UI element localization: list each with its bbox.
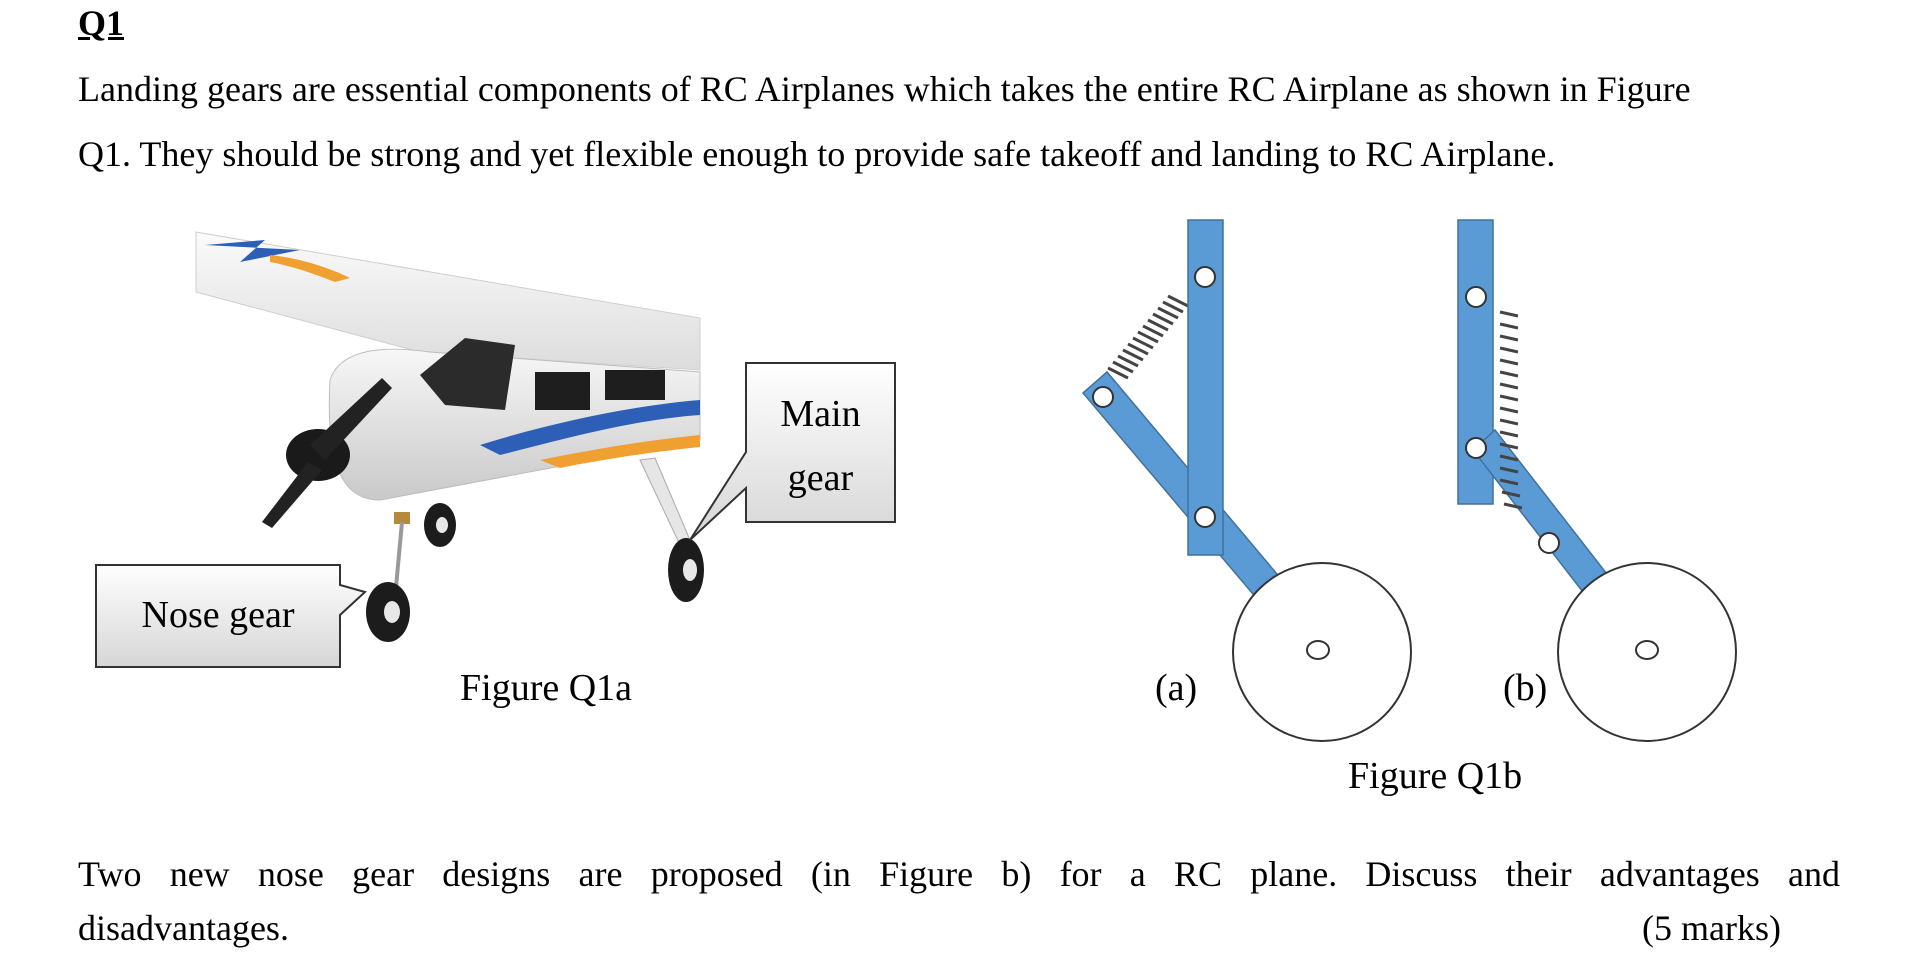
question-heading: Q1 — [78, 3, 125, 43]
callout-main-line-2: gear — [787, 457, 854, 499]
design-b-pivot-arm — [1538, 532, 1560, 554]
figure-q1b-label-a: (a) — [1155, 667, 1198, 709]
design-b-pivot-top — [1465, 286, 1487, 308]
callout-main-gear-box — [689, 362, 896, 541]
design-b-axle — [1635, 640, 1659, 660]
design-a-pivot-top — [1194, 266, 1216, 288]
design-a-axle — [1306, 640, 1330, 660]
body-stripe-blue — [480, 400, 700, 455]
wing-stripe-orange — [270, 255, 350, 282]
propeller-blade-top — [310, 378, 392, 460]
cockpit-canopy — [420, 338, 515, 410]
intro-line-2: Q1. They should be strong and yet flexib… — [78, 134, 1556, 174]
main-gear-hub — [683, 559, 697, 581]
rc-airplane-illustration — [195, 231, 704, 642]
center-wheel-hub — [436, 517, 448, 533]
figure-q1b-caption: Figure Q1b — [1348, 755, 1523, 797]
side-window-2 — [605, 370, 665, 400]
design-a-spring-coils — [1107, 294, 1189, 380]
callout-nose-gear-box — [95, 564, 367, 668]
figure-q1a-caption: Figure Q1a — [460, 667, 633, 709]
body-stripe-orange — [540, 435, 700, 468]
plane-wing — [195, 231, 701, 371]
design-a-pivot-arm — [1092, 386, 1114, 408]
nose-gear-mount — [394, 512, 410, 524]
main-gear-strut — [639, 457, 691, 546]
wing-stripe-blue — [205, 240, 300, 262]
nose-gear-design-a — [1081, 219, 1412, 742]
nose-gear-hub — [384, 601, 400, 623]
side-window — [535, 372, 590, 410]
design-a-swing-arm — [1081, 370, 1284, 602]
callout-nose-gear-label: Nose gear — [141, 594, 295, 636]
marks-label: (5 marks) — [1642, 908, 1781, 948]
callout-main-line-1: Main — [780, 393, 861, 435]
figure-q1b-label-b: (b) — [1503, 667, 1548, 709]
design-b-spring-coils — [1499, 310, 1523, 510]
nose-gear-design-b — [1457, 219, 1737, 742]
task-line-1: Two new nose gear designs are proposed (… — [78, 854, 1840, 894]
propeller-blade-bottom — [262, 462, 322, 528]
design-b-swing-arm — [1471, 428, 1612, 598]
callout-main-gear-label: Main gear — [746, 382, 895, 510]
intro-paragraph: Landing gears are essential components o… — [78, 57, 1838, 187]
design-b-pivot-mid — [1465, 437, 1487, 459]
task-line-2: disadvantages. — [78, 908, 289, 948]
design-a-pivot-mid — [1194, 506, 1216, 528]
intro-line-1: Landing gears are essential components o… — [78, 69, 1691, 109]
